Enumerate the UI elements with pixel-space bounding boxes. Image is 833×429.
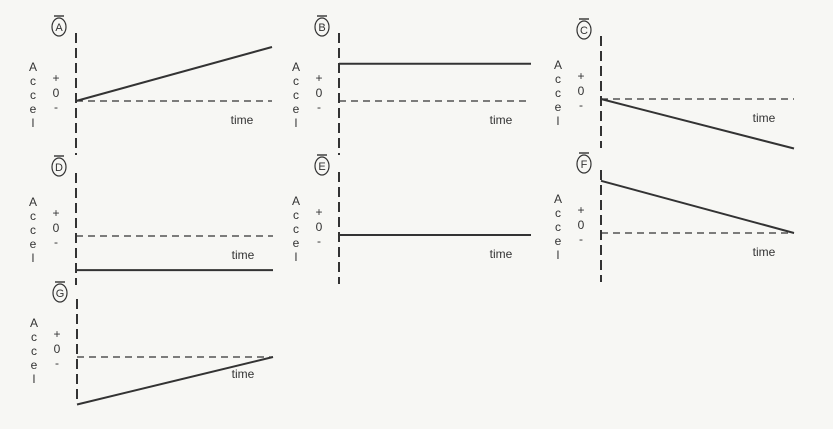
y-tick-label: 0 [316,220,323,234]
y-tick-label: - [54,100,58,114]
xlabel-time: time [232,367,255,381]
panel-letter: E [318,161,325,173]
ylabel-letter: A [292,60,300,74]
xlabel-time: time [753,111,776,125]
ylabel-letter: A [292,194,300,208]
y-tick-label: - [579,232,583,246]
ylabel-letter: e [31,358,38,372]
xlabel-time: time [490,113,513,127]
xlabel-time: time [231,113,254,127]
letter-circle [52,283,68,303]
y-tick-label: + [577,69,584,83]
y-tick-label: + [53,327,60,341]
ylabel-letter: c [30,209,36,223]
ylabel-letter: e [293,102,300,116]
ylabel-letter: c [31,344,37,358]
y-tick-label: 0 [578,84,585,98]
ylabel-letter: e [30,237,37,251]
y-tick-label: - [317,100,321,114]
y-tick-label: + [315,205,322,219]
y-tick-label: 0 [578,218,585,232]
letter-circle [576,154,592,174]
y-tick-label: 0 [316,86,323,100]
ylabel-letter: l [32,116,35,130]
y-tick-label: - [317,234,321,248]
panel-letter: A [55,22,63,34]
ylabel-letter: c [30,74,36,88]
xlabel-time: time [232,248,255,262]
ylabel-letter: l [32,251,35,265]
letter-circle [576,20,592,40]
ylabel-letter: A [29,195,37,209]
y-tick-label: + [315,71,322,85]
ylabel-letter: c [555,220,561,234]
ylabel-letter: c [293,74,299,88]
letter-circle [314,156,330,176]
ylabel-letter: c [555,206,561,220]
ylabel-letter: c [30,223,36,237]
panel-letter: D [55,162,63,174]
ylabel-letter: c [555,86,561,100]
y-tick-label: + [52,206,59,220]
series-line [76,356,274,406]
ylabel-letter: l [295,116,298,130]
series-line [600,179,795,234]
letter-circle [51,17,67,37]
ylabel-letter: l [557,248,560,262]
y-tick-label: - [579,98,583,112]
ylabel-letter: c [30,88,36,102]
y-tick-label: + [577,203,584,217]
panel-letter: F [581,159,588,171]
ylabel-letter: e [555,234,562,248]
ylabel-letter: e [293,236,300,250]
ylabel-letter: c [293,208,299,222]
y-tick-label: 0 [53,86,60,100]
y-tick-label: 0 [54,342,61,356]
ylabel-letter: l [295,250,298,264]
ylabel-letter: c [293,88,299,102]
panel-letter: G [56,288,65,300]
ylabel-letter: c [293,222,299,236]
letter-circle [314,17,330,37]
panel-letter: C [580,25,588,37]
ylabel-letter: e [555,100,562,114]
xlabel-time: time [490,247,513,261]
y-tick-label: 0 [53,221,60,235]
y-tick-label: - [54,235,58,249]
series-line [75,46,273,102]
ylabel-letter: l [557,114,560,128]
ylabel-letter: A [554,192,562,206]
letter-circle [51,157,67,177]
ylabel-letter: l [33,372,36,386]
ylabel-letter: A [554,58,562,72]
ylabel-letter: e [30,102,37,116]
ylabel-letter: A [29,60,37,74]
panel-letter: B [318,22,325,34]
series-line [600,98,795,150]
ylabel-letter: A [30,316,38,330]
y-tick-label: - [55,356,59,370]
xlabel-time: time [753,245,776,259]
ylabel-letter: c [31,330,37,344]
ylabel-letter: c [555,72,561,86]
y-tick-label: + [52,71,59,85]
